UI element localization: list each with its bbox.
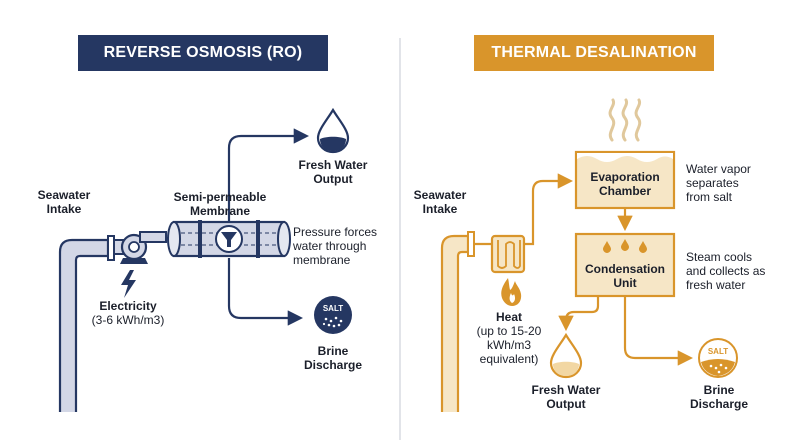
thermal-fresh-arrow (558, 296, 600, 332)
thermal-steam-note: Steam cools and collects as fresh water (686, 250, 766, 292)
thermal-title-banner: THERMAL DESALINATION (474, 35, 714, 71)
pump-icon (113, 231, 167, 264)
thermal-vapor-note: Water vapor separates from salt (686, 162, 751, 204)
ro-seawater-intake-label: Seawater Intake (37, 188, 91, 216)
condensation-unit-label: Condensation Unit (585, 262, 665, 290)
ro-electricity-label: Electricity (3-6 kWh/m3) (91, 299, 165, 327)
salt-icon: SALT (698, 338, 738, 378)
thermal-brine-arrow (623, 296, 694, 366)
thermal-fresh-water-label: Fresh Water Output (531, 383, 601, 411)
ro-fresh-arrow (227, 128, 310, 222)
water-drop-fill (320, 136, 346, 151)
ro-fresh-water-label: Fresh Water Output (298, 158, 368, 186)
salt-label: SALT (323, 304, 343, 313)
ro-title: REVERSE OSMOSIS (RO) (103, 44, 303, 61)
heat-exchanger-icon (490, 234, 526, 274)
ro-pressure-note: Pressure forces water through membrane (293, 225, 378, 267)
thermal-pipe-flange (467, 231, 475, 257)
thermal-title: THERMAL DESALINATION (491, 44, 697, 61)
ro-brine-arrow (227, 258, 304, 326)
droplets-icon (603, 239, 647, 253)
funnel-icon (215, 225, 243, 253)
ro-title-banner: REVERSE OSMOSIS (RO) (78, 35, 328, 71)
salt-label: SALT (708, 347, 728, 356)
ro-membrane-label: Semi-permeable Membrane (173, 190, 267, 218)
ro-brine-label: Brine Discharge (303, 344, 363, 372)
lightning-icon (121, 270, 136, 298)
thermal-brine-label: Brine Discharge (689, 383, 749, 411)
water-drop-fill (553, 361, 579, 376)
steam-icon (608, 98, 642, 142)
thermal-seawater-intake-label: Seawater Intake (413, 188, 467, 216)
thermal-feed-arrow (524, 173, 574, 246)
evaporation-chamber (574, 150, 676, 210)
evaporation-chamber-label: Evaporation Chamber (590, 170, 660, 198)
thermal-heat-label: Heat (up to 15-20 kWh/m3 equivalent) (476, 310, 542, 366)
salt-icon: SALT (314, 296, 352, 334)
flame-icon (501, 278, 522, 306)
